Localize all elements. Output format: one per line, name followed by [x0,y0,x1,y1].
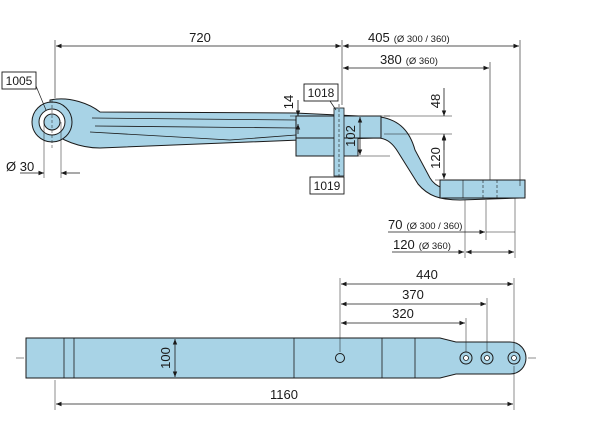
callout-1018: 1018 [303,83,339,111]
dim-1160: 1160 [270,387,298,402]
top-view-body [25,337,527,379]
top-view: 100 440 370 320 1160 [16,267,538,410]
side-view: 720 405(Ø 300 / 360) 380(Ø 360) 14 102 4… [1,30,526,258]
dim-370: 370 [402,287,424,302]
dim-320: 320 [392,306,414,321]
callout-1019: 1019 [309,176,345,195]
svg-text:1005: 1005 [6,74,33,88]
dim-720: 720 [189,30,211,45]
leaf-line-3 [89,131,297,141]
dim-70: 70(Ø 300 / 360) [388,217,462,232]
dim-405: 405(Ø 300 / 360) [368,30,450,45]
dim-48: 48 [428,94,443,108]
dim-120-horizontal: 120(Ø 360) [393,237,451,252]
dim-eye-diameter: Ø 30 [6,159,34,174]
callout-1005: 1005 [1,71,47,111]
center-bolt-hole [335,353,345,363]
svg-text:1018: 1018 [308,86,335,100]
mounting-holes [459,351,521,365]
leaf-line-1 [91,117,297,121]
dim-14: 14 [281,95,296,109]
rear-end-plate [439,179,526,199]
dim-440: 440 [416,267,438,282]
dim-380: 380(Ø 360) [380,52,438,67]
dim-100: 100 [158,347,173,369]
dim-102: 102 [343,125,358,147]
svg-text:1019: 1019 [314,179,341,193]
dim-120-vertical: 120 [428,147,443,169]
leaf-line-2 [94,125,297,129]
